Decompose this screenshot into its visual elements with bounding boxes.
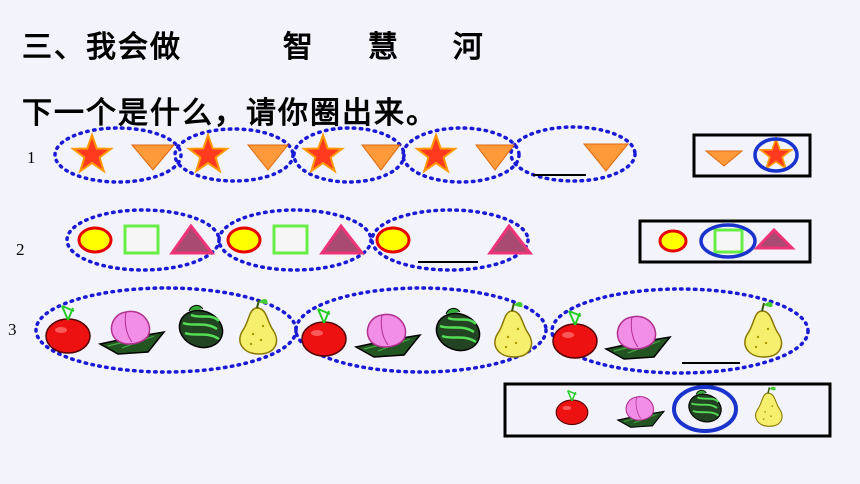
title-char-3: 河 (452, 30, 485, 65)
star-icon (416, 134, 456, 173)
row-1-groups (53, 125, 637, 184)
row-1-group-oval (401, 126, 521, 184)
star-icon (72, 134, 112, 173)
star-icon (303, 134, 343, 173)
section-heading: 三、我会做 智 慧 河 (22, 22, 485, 66)
row-1-shapes (72, 134, 630, 176)
pear-icon (238, 297, 278, 355)
row-3-groups (34, 286, 810, 375)
row-2-group-oval (370, 208, 530, 272)
pear-icon (754, 385, 783, 427)
row-3-group-oval (294, 286, 548, 374)
watermelon-icon (172, 303, 230, 355)
row-1-group-oval (292, 126, 406, 184)
peach-icon (355, 313, 421, 358)
section-label: 三、我会做 (22, 30, 182, 65)
square-icon (272, 224, 309, 255)
row-2-groups (65, 208, 530, 272)
star-icon (188, 134, 228, 173)
row-1-group-oval (53, 126, 183, 184)
row-3-number: 3 (8, 320, 17, 339)
circle-icon (226, 226, 262, 254)
row-2-shapes (77, 223, 534, 263)
watermelon-icon (429, 306, 487, 358)
answer-circle[interactable] (753, 137, 799, 173)
triangle-icon (582, 143, 630, 172)
pink-triangle-icon (319, 223, 366, 255)
pear-icon (743, 300, 783, 358)
apple-icon (301, 308, 347, 357)
square-icon (713, 228, 744, 254)
row-3-group-oval (550, 287, 810, 375)
apple-icon (45, 305, 91, 354)
row-1-number: 1 (27, 148, 36, 167)
pink-triangle-icon (753, 227, 796, 250)
pear-icon (493, 300, 533, 358)
triangle-icon (360, 144, 402, 171)
row-2-number: 2 (16, 240, 25, 259)
row-1-group-oval (509, 125, 637, 183)
square-icon (123, 224, 160, 255)
circle-icon (658, 229, 688, 253)
apple-icon (555, 390, 589, 426)
circle-icon (375, 226, 411, 254)
title-char-1: 智 (282, 30, 315, 65)
peach-icon (605, 315, 671, 360)
row-3-answer-box (503, 382, 832, 438)
watermelon-icon (683, 388, 727, 428)
instruction-text: 下一个是什么，请你圈出来。 (22, 96, 438, 131)
title-char-2: 慧 (367, 30, 400, 65)
triangle-icon (130, 144, 176, 171)
pink-triangle-icon (169, 223, 216, 255)
row-3-fruits (45, 297, 783, 364)
row-2-answer-box (638, 219, 812, 264)
row-1-answer-box (692, 133, 812, 178)
circle-icon (77, 226, 113, 254)
peach-icon (617, 396, 665, 428)
answer-circle[interactable] (672, 385, 738, 433)
peach-icon (99, 310, 165, 355)
answer-circle[interactable] (699, 223, 757, 259)
triangle-icon (474, 144, 516, 171)
pink-triangle-icon (487, 223, 534, 255)
triangle-icon (246, 144, 290, 171)
triangle-icon (704, 150, 744, 167)
